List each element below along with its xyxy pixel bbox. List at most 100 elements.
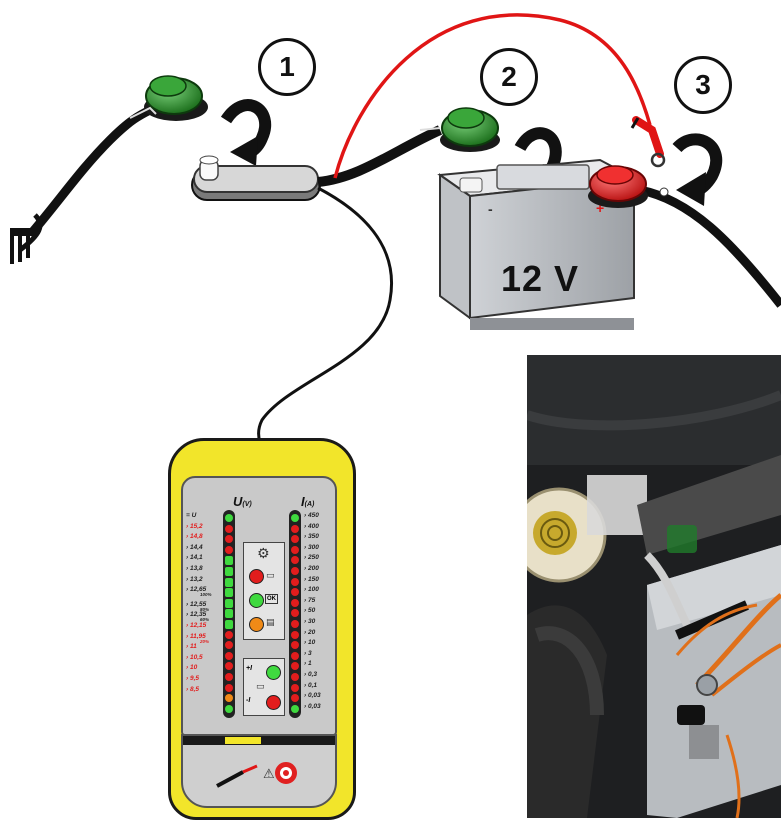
current-tick-label: › 0,03 [304, 702, 321, 710]
voltage-unit: (V) [242, 501, 252, 508]
tester-face: U(V) I(A) ⚙ ▭ OK ▤ +I ▭ -I = U› 15,2› 14… [181, 476, 337, 736]
probe-icon [216, 764, 258, 788]
voltage-tick-label: › 10 [186, 664, 198, 672]
current-tick-label: › 450 [304, 512, 319, 519]
probe-socket[interactable] [275, 762, 297, 784]
step-3-badge: 3 [674, 56, 732, 114]
current-led [291, 577, 299, 586]
voltage-led [225, 651, 233, 660]
green-clamp-battery [419, 107, 500, 152]
battery-positive-sign: + [596, 200, 604, 216]
crocodile-clip [630, 116, 666, 168]
charging-direction-led [266, 665, 281, 680]
current-unit: (A) [304, 501, 315, 508]
voltage-tick-label: › 8,5 [186, 685, 200, 693]
current-tick-label: › 1 [304, 660, 312, 668]
voltage-tick-label: › 14,1 [186, 554, 203, 562]
green-status-led [249, 593, 264, 608]
ok-label: OK [265, 594, 278, 604]
voltage-tick-label: › 15,2 [186, 522, 203, 530]
current-direction-panel: +I ▭ -I [243, 658, 285, 716]
voltage-led [225, 630, 233, 639]
current-led [291, 630, 299, 639]
current-tick-label: › 10 [304, 639, 316, 647]
battery-fault-icon: ▭ [266, 570, 275, 580]
current-led [291, 683, 299, 692]
current-tick-label: › 350 [304, 533, 319, 541]
current-led [291, 704, 299, 713]
voltage-led [225, 620, 233, 629]
current-tick-label: › 3 [304, 649, 312, 657]
current-tick-label: › 100 [304, 586, 319, 594]
charging-icon: ▤ [266, 617, 275, 627]
step-3-number: 3 [695, 69, 711, 100]
current-tick-label: › 300 [304, 543, 319, 551]
current-tick-label: › 150 [304, 575, 319, 583]
plus-current-label: +I [246, 665, 253, 672]
orange-status-led [249, 617, 264, 632]
voltage-led [225, 598, 233, 608]
warning-icon: ⚠ [263, 766, 275, 781]
voltage-tick-label: › 13,2 [186, 575, 203, 583]
current-led [291, 545, 299, 554]
voltage-tick-label: › 10,5 [186, 653, 203, 661]
step-2-badge: 2 [480, 48, 538, 106]
rotate-arrow-icon [220, 99, 272, 166]
voltage-led [225, 609, 233, 619]
current-tick-label: › 75 [304, 596, 316, 604]
current-led [291, 588, 299, 597]
voltage-led [225, 673, 233, 681]
red-lead [333, 13, 652, 179]
voltage-led [225, 567, 233, 576]
voltage-led [225, 662, 233, 671]
voltage-led [225, 535, 233, 544]
current-tick-label: › 0,3 [304, 671, 318, 678]
voltage-tick-label: › 14,4 [186, 543, 203, 551]
voltage-led [225, 556, 233, 566]
step-2-number: 2 [501, 61, 517, 92]
current-tick-label: › 20 [304, 628, 316, 636]
voltage-led [225, 641, 233, 650]
photo-green-clamp [667, 525, 697, 553]
voltage-led-column [223, 510, 235, 718]
current-led [291, 598, 299, 607]
voltage-led [225, 683, 233, 692]
voltage-led [225, 588, 233, 598]
current-tick-label: › 0,03 [304, 692, 321, 700]
voltage-led [225, 577, 233, 587]
current-tick-label: › 50 [304, 607, 316, 615]
tester-cable [257, 186, 393, 443]
red-clamp-battery [588, 165, 781, 308]
current-header-label: I [301, 494, 305, 509]
discharging-direction-led [266, 695, 281, 710]
alternator-icon: ⚙ [257, 545, 270, 561]
current-led [291, 641, 299, 650]
voltage-tick-label: › 11 [186, 643, 197, 651]
current-led [291, 620, 299, 628]
current-led-column [289, 510, 301, 718]
battery [437, 158, 638, 330]
negative-cable [317, 125, 443, 187]
voltage-led [225, 704, 233, 713]
voltage-tick-label: › 12,15 [186, 622, 207, 629]
ground-cable [10, 105, 153, 264]
voltage-led [225, 514, 233, 522]
voltage-led [225, 524, 233, 533]
battery-voltage-label: 12 V [500, 258, 580, 299]
voltage-led [225, 545, 233, 554]
current-led [291, 524, 299, 533]
current-led [291, 535, 299, 544]
current-led [291, 651, 299, 660]
minus-current-label: -I [246, 697, 251, 704]
green-clamp-detached [129, 75, 208, 121]
ground-plug-icon [10, 228, 32, 264]
installation-photo [527, 355, 781, 818]
tester-lower-face: ⚠ [181, 734, 337, 808]
current-led [291, 694, 299, 703]
label-strip [183, 736, 335, 745]
voltage-tick-label: = U [186, 512, 197, 519]
current-led [291, 609, 299, 618]
